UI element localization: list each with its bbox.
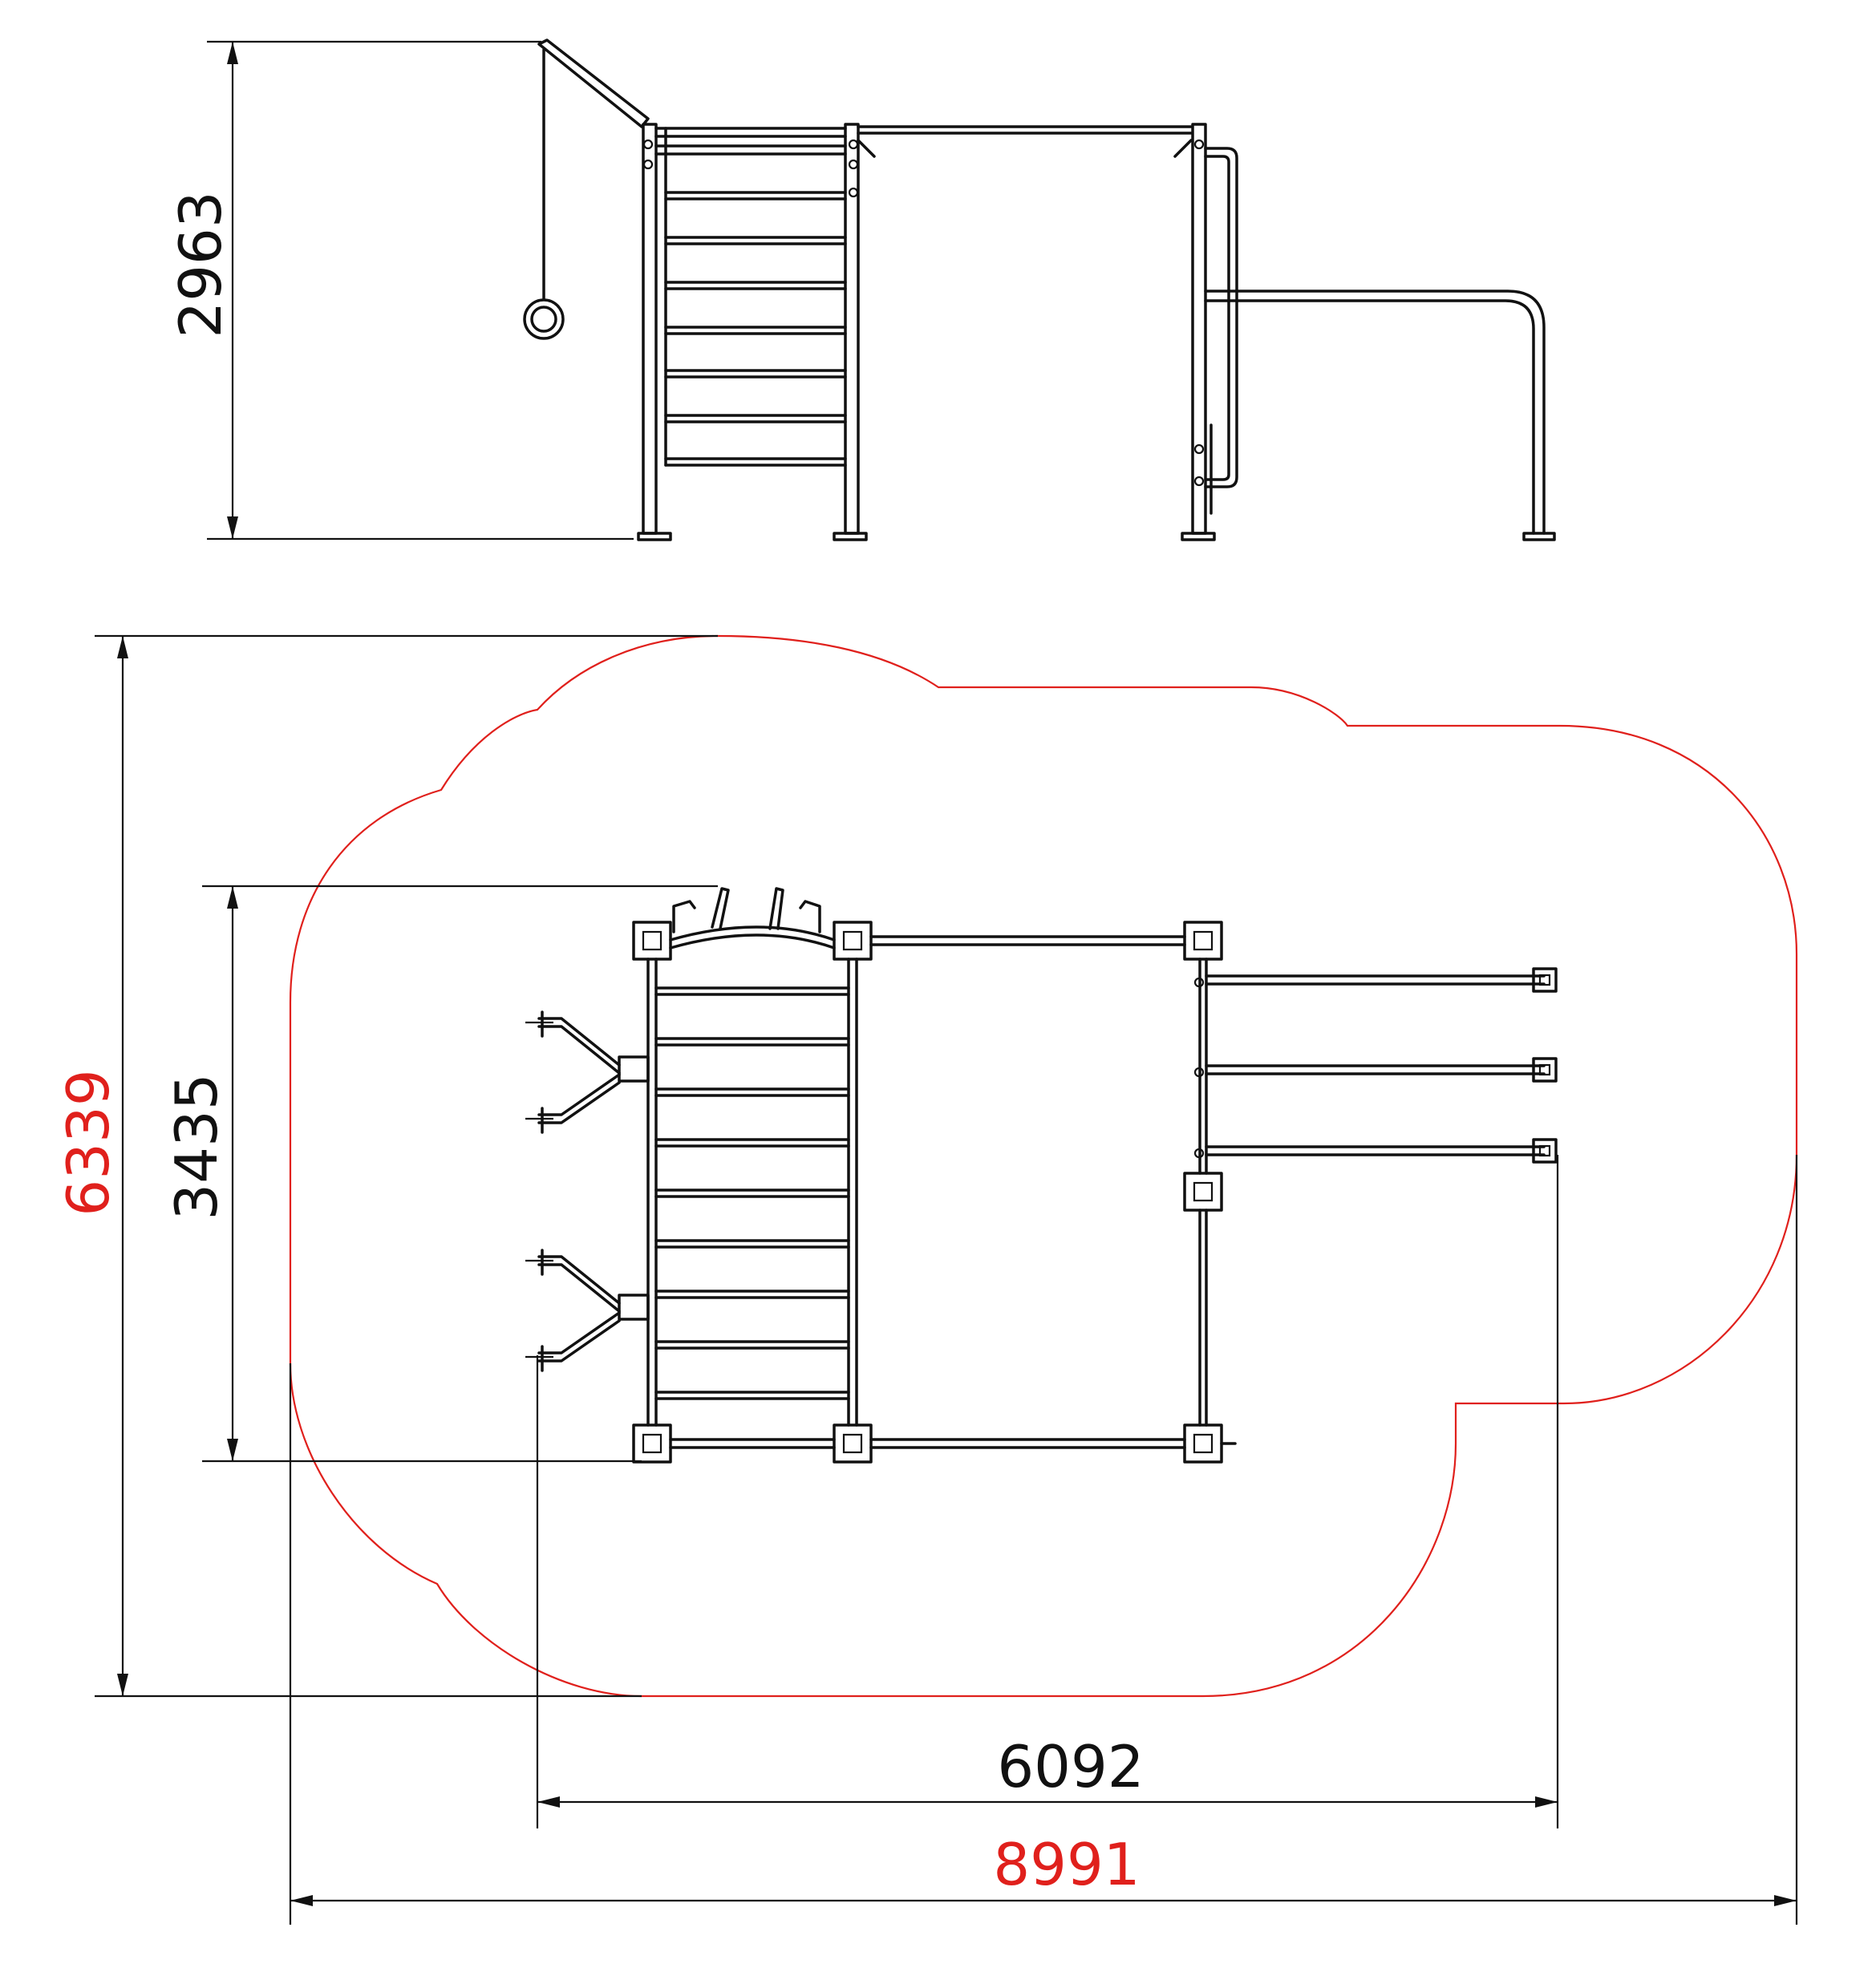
safety-zone-outline	[289, 634, 1798, 1698]
play-area-depth-label: 6339	[55, 1069, 122, 1216]
y-handles-lower	[525, 1249, 650, 1372]
height-dimension-label: 2963	[167, 191, 234, 338]
hanging-ring-arm	[523, 38, 650, 340]
play-area-width-label: 8991	[993, 1831, 1140, 1898]
top-bar-elevation	[857, 125, 1193, 158]
structure-depth-label: 3435	[163, 1073, 230, 1220]
plan-posts	[632, 921, 1223, 1464]
play-area-width-dimension: 8991	[289, 1155, 1798, 1925]
structure-width-dimension: 6092	[536, 1155, 1559, 1828]
height-dimension: 2963	[167, 40, 634, 541]
play-area-depth-dimension: 6339	[55, 634, 718, 1698]
wall-bars-elevation	[637, 123, 868, 541]
wall-bars-plan	[646, 887, 858, 1427]
y-handles-upper	[525, 1010, 650, 1134]
plan-frame	[669, 935, 1237, 1449]
elevation-view: 2963	[167, 38, 1556, 541]
plan-view: 6339 3435 6092 8991	[55, 634, 1798, 1925]
parallel-bars-plan	[1193, 967, 1558, 1164]
right-post-elevation	[1181, 123, 1556, 541]
structure-width-label: 6092	[997, 1733, 1144, 1800]
structure-depth-dimension: 3435	[163, 885, 718, 1463]
